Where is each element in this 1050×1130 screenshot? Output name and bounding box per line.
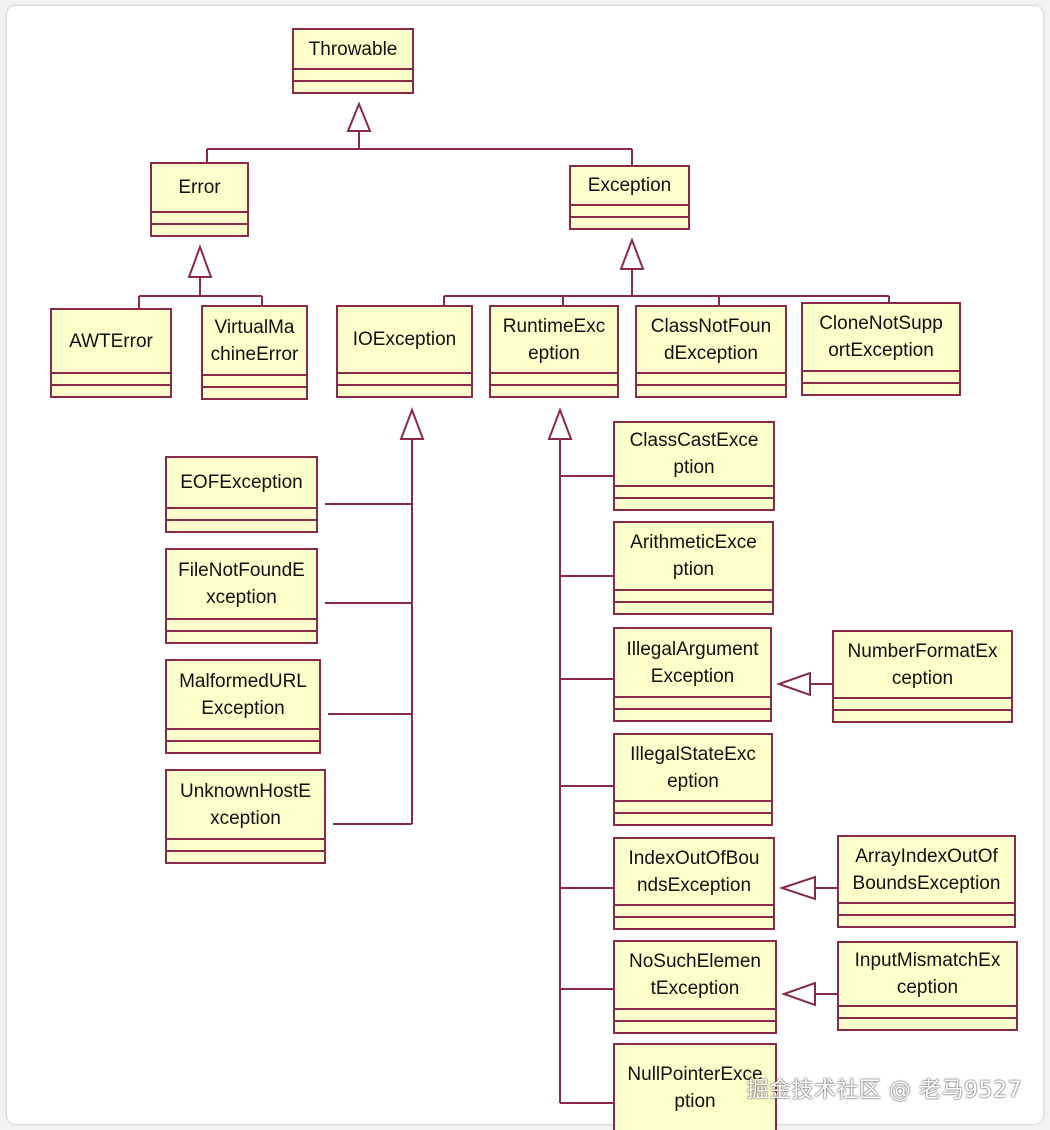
class-name: MalformedURL Exception [179,670,307,719]
inheritance-arrow [399,407,425,440]
class-name: IOException [352,329,457,350]
class-name: FileNotFoundE xception [178,560,305,608]
class-name: IllegalStateExc eption [630,743,756,792]
class-name: ArithmeticExce ption [630,532,757,580]
class-awterror: AWTError [50,308,172,398]
class-name: CloneNotSupp ortException [819,313,943,361]
inheritance-arrow [776,671,811,697]
class-arithmeticexception: ArithmeticExce ption [613,521,774,615]
inheritance-arrow [781,981,816,1007]
class-name: IllegalArgument Exception [626,638,759,687]
inheritance-arrow [547,407,573,440]
class-name: UnknownHostE xception [180,780,311,829]
class-name: NumberFormatEx ception [847,640,998,689]
watermark: 掘金技术社区 @ 老马9527 [746,1078,1022,1103]
class-name: NoSuchElemen tException [628,951,762,999]
class-arrayindexoutofboundsexception: ArrayIndexOutOf BoundsException [837,835,1016,928]
class-eofexception: EOFException [165,456,318,533]
class-name: ArrayIndexOutOf BoundsException [852,845,1001,894]
class-name: ClassCastExce ption [629,430,759,478]
class-exception: Exception [569,165,690,230]
class-inputmismatchexception: InputMismatchEx ception [837,941,1018,1031]
class-clonenotsupportedexception: CloneNotSupp ortException [801,302,961,396]
class-runtimeexception: RuntimeExc eption [489,305,619,398]
class-name: IndexOutOfBou ndsException [628,847,760,896]
class-name: VirtualMa chineError [210,316,299,365]
class-name: Error [178,177,221,198]
class-throwable: Throwable [292,28,414,94]
class-classcastexception: ClassCastExce ption [613,421,775,511]
class-name: RuntimeExc eption [502,315,606,364]
class-nosuchelementexception: NoSuchElemen tException [613,940,777,1034]
inheritance-arrow [778,875,816,901]
class-indexoutofboundsexception: IndexOutOfBou ndsException [613,837,775,930]
class-name: Throwable [308,38,398,60]
class-malformedurlexception: MalformedURL Exception [165,659,321,754]
class-name: ClassNotFoun dException [650,315,772,364]
inheritance-arrow [619,237,645,270]
class-error: Error [150,162,249,237]
class-nullpointerexception: NullPointerExce ption [613,1043,777,1130]
inheritance-connectors [138,101,890,1104]
class-classnotfoundexception: ClassNotFoun dException [635,305,787,398]
class-filenotfoundexception: FileNotFoundE xception [165,548,318,644]
class-name: InputMismatchEx ception [854,950,1001,998]
class-name: AWTError [69,330,153,352]
class-name: Exception [587,175,672,196]
class-virtualmachineerror: VirtualMa chineError [201,305,308,400]
class-illegalargumentexception: IllegalArgument Exception [613,627,772,722]
inheritance-arrow [346,101,372,132]
class-name: NullPointerExce ption [627,1063,763,1112]
class-illegalstateexception: IllegalStateExc eption [613,733,773,826]
class-ioexception: IOException [336,305,473,398]
class-numberformatexception: NumberFormatEx ception [832,630,1013,723]
class-unknownhostexception: UnknownHostE xception [165,769,326,864]
class-name: EOFException [180,472,303,493]
inheritance-arrow [187,244,213,278]
